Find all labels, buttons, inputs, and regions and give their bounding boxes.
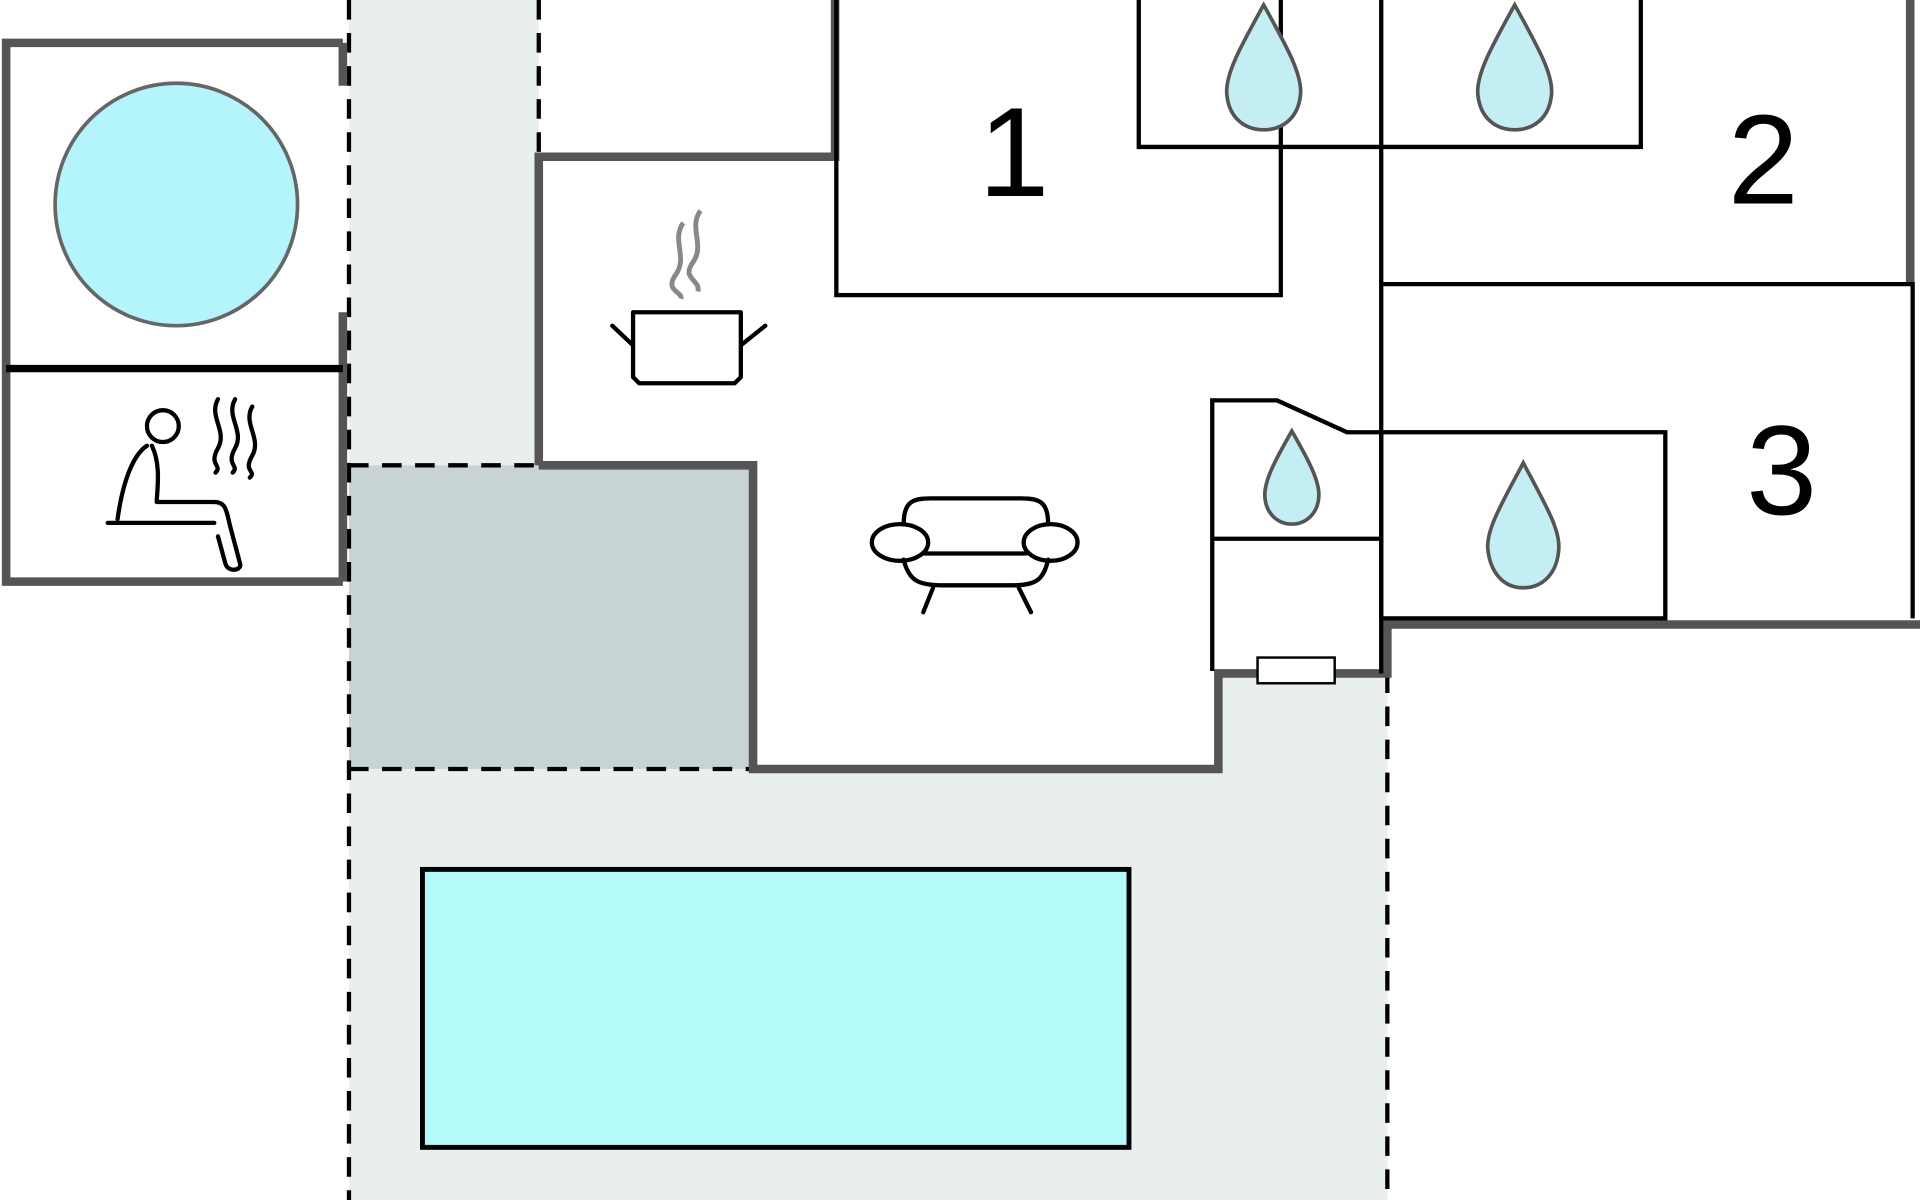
walkway — [348, 0, 539, 466]
jacuzzi-sauna-block — [1, 38, 348, 586]
room-label-2: 2 — [1728, 88, 1799, 230]
covered-terrace — [348, 465, 751, 769]
entrance-door — [1256, 656, 1336, 685]
sauna-icon — [105, 397, 258, 572]
water-drop-icon — [1263, 427, 1321, 526]
interior-walls — [834, 0, 1915, 674]
jacuzzi-icon — [53, 81, 300, 328]
entrance-area — [1218, 673, 1388, 772]
water-drop-icon — [1485, 458, 1561, 590]
room-label-3: 3 — [1746, 399, 1817, 541]
room-label-1: 1 — [978, 81, 1049, 223]
sofa-icon — [869, 496, 1080, 615]
kitchen-pot-icon — [610, 209, 768, 386]
water-drop-icon — [1224, 1, 1303, 132]
water-drop-icon — [1475, 1, 1554, 132]
pool-icon — [420, 866, 1132, 1150]
